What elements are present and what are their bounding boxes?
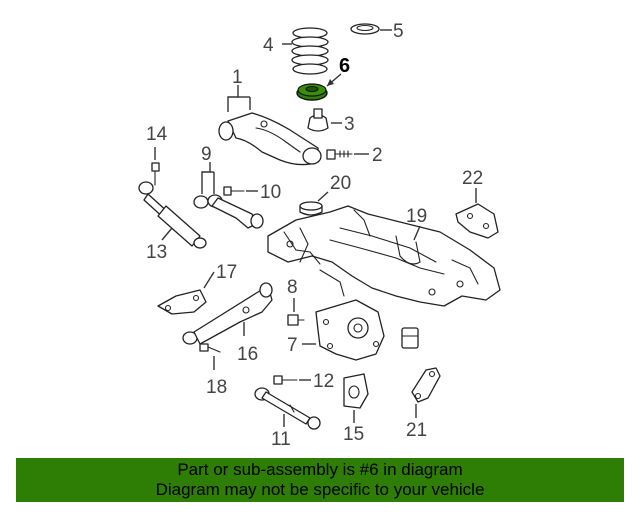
- mount-bushing[interactable]: [401, 327, 419, 349]
- callout-7: 7: [287, 335, 298, 356]
- coil-spring[interactable]: [291, 27, 329, 75]
- info-banner: Part or sub-assembly is #6 in diagram Di…: [16, 458, 624, 502]
- callout-19: 19: [406, 206, 427, 227]
- callout-20: 20: [330, 173, 351, 194]
- callout-2: 2: [372, 145, 383, 166]
- bolt-18[interactable]: [199, 343, 221, 353]
- callout-14: 14: [146, 124, 168, 145]
- callout-4: 4: [263, 35, 274, 56]
- parts-diagram: 4 5 6 3 2 1: [138, 21, 501, 450]
- bracket-17[interactable]: [157, 289, 207, 315]
- callout-22: 22: [462, 168, 483, 189]
- callout-13: 13: [146, 242, 167, 263]
- upper-control-arm[interactable]: [218, 112, 322, 166]
- suspension-crossmember[interactable]: [267, 205, 501, 307]
- bolt-14[interactable]: [151, 162, 160, 186]
- callout-11: 11: [271, 429, 291, 450]
- lower-spring-insulator-highlighted[interactable]: [296, 83, 328, 101]
- bump-stop[interactable]: [307, 108, 329, 132]
- shock-absorber[interactable]: [138, 181, 207, 249]
- callout-3: 3: [344, 114, 355, 135]
- rear-knuckle[interactable]: [315, 299, 385, 361]
- callout-12: 12: [313, 371, 334, 392]
- callout-1: 1: [232, 67, 243, 88]
- upper-spring-insulator[interactable]: [350, 23, 380, 35]
- bracket-22[interactable]: [455, 203, 499, 239]
- stabilizer-link[interactable]: [193, 194, 264, 229]
- bolt-12[interactable]: [273, 375, 298, 385]
- bolt-2[interactable]: [326, 149, 353, 160]
- callout-8: 8: [287, 277, 298, 298]
- callout-17: 17: [216, 262, 237, 283]
- callout-5: 5: [393, 21, 404, 42]
- callout-21: 21: [406, 420, 427, 441]
- bracket-21[interactable]: [411, 367, 441, 403]
- lower-control-arm[interactable]: [182, 282, 273, 345]
- callout-16: 16: [237, 344, 258, 365]
- differential-mount[interactable]: [343, 373, 369, 409]
- bolt-10[interactable]: [223, 186, 245, 196]
- callout-15: 15: [343, 424, 364, 445]
- toe-link[interactable]: [254, 387, 321, 430]
- spring-seat-20[interactable]: [299, 201, 323, 216]
- banner-line-part: Part or sub-assembly is #6 in diagram: [177, 460, 463, 479]
- callout-18: 18: [206, 377, 227, 398]
- callout-6: 6: [339, 55, 350, 77]
- bolt-8[interactable]: [287, 314, 305, 326]
- callout-10: 10: [260, 182, 281, 203]
- banner-line-disclaimer: Diagram may not be specific to your vehi…: [155, 480, 485, 499]
- callout-9: 9: [201, 144, 212, 165]
